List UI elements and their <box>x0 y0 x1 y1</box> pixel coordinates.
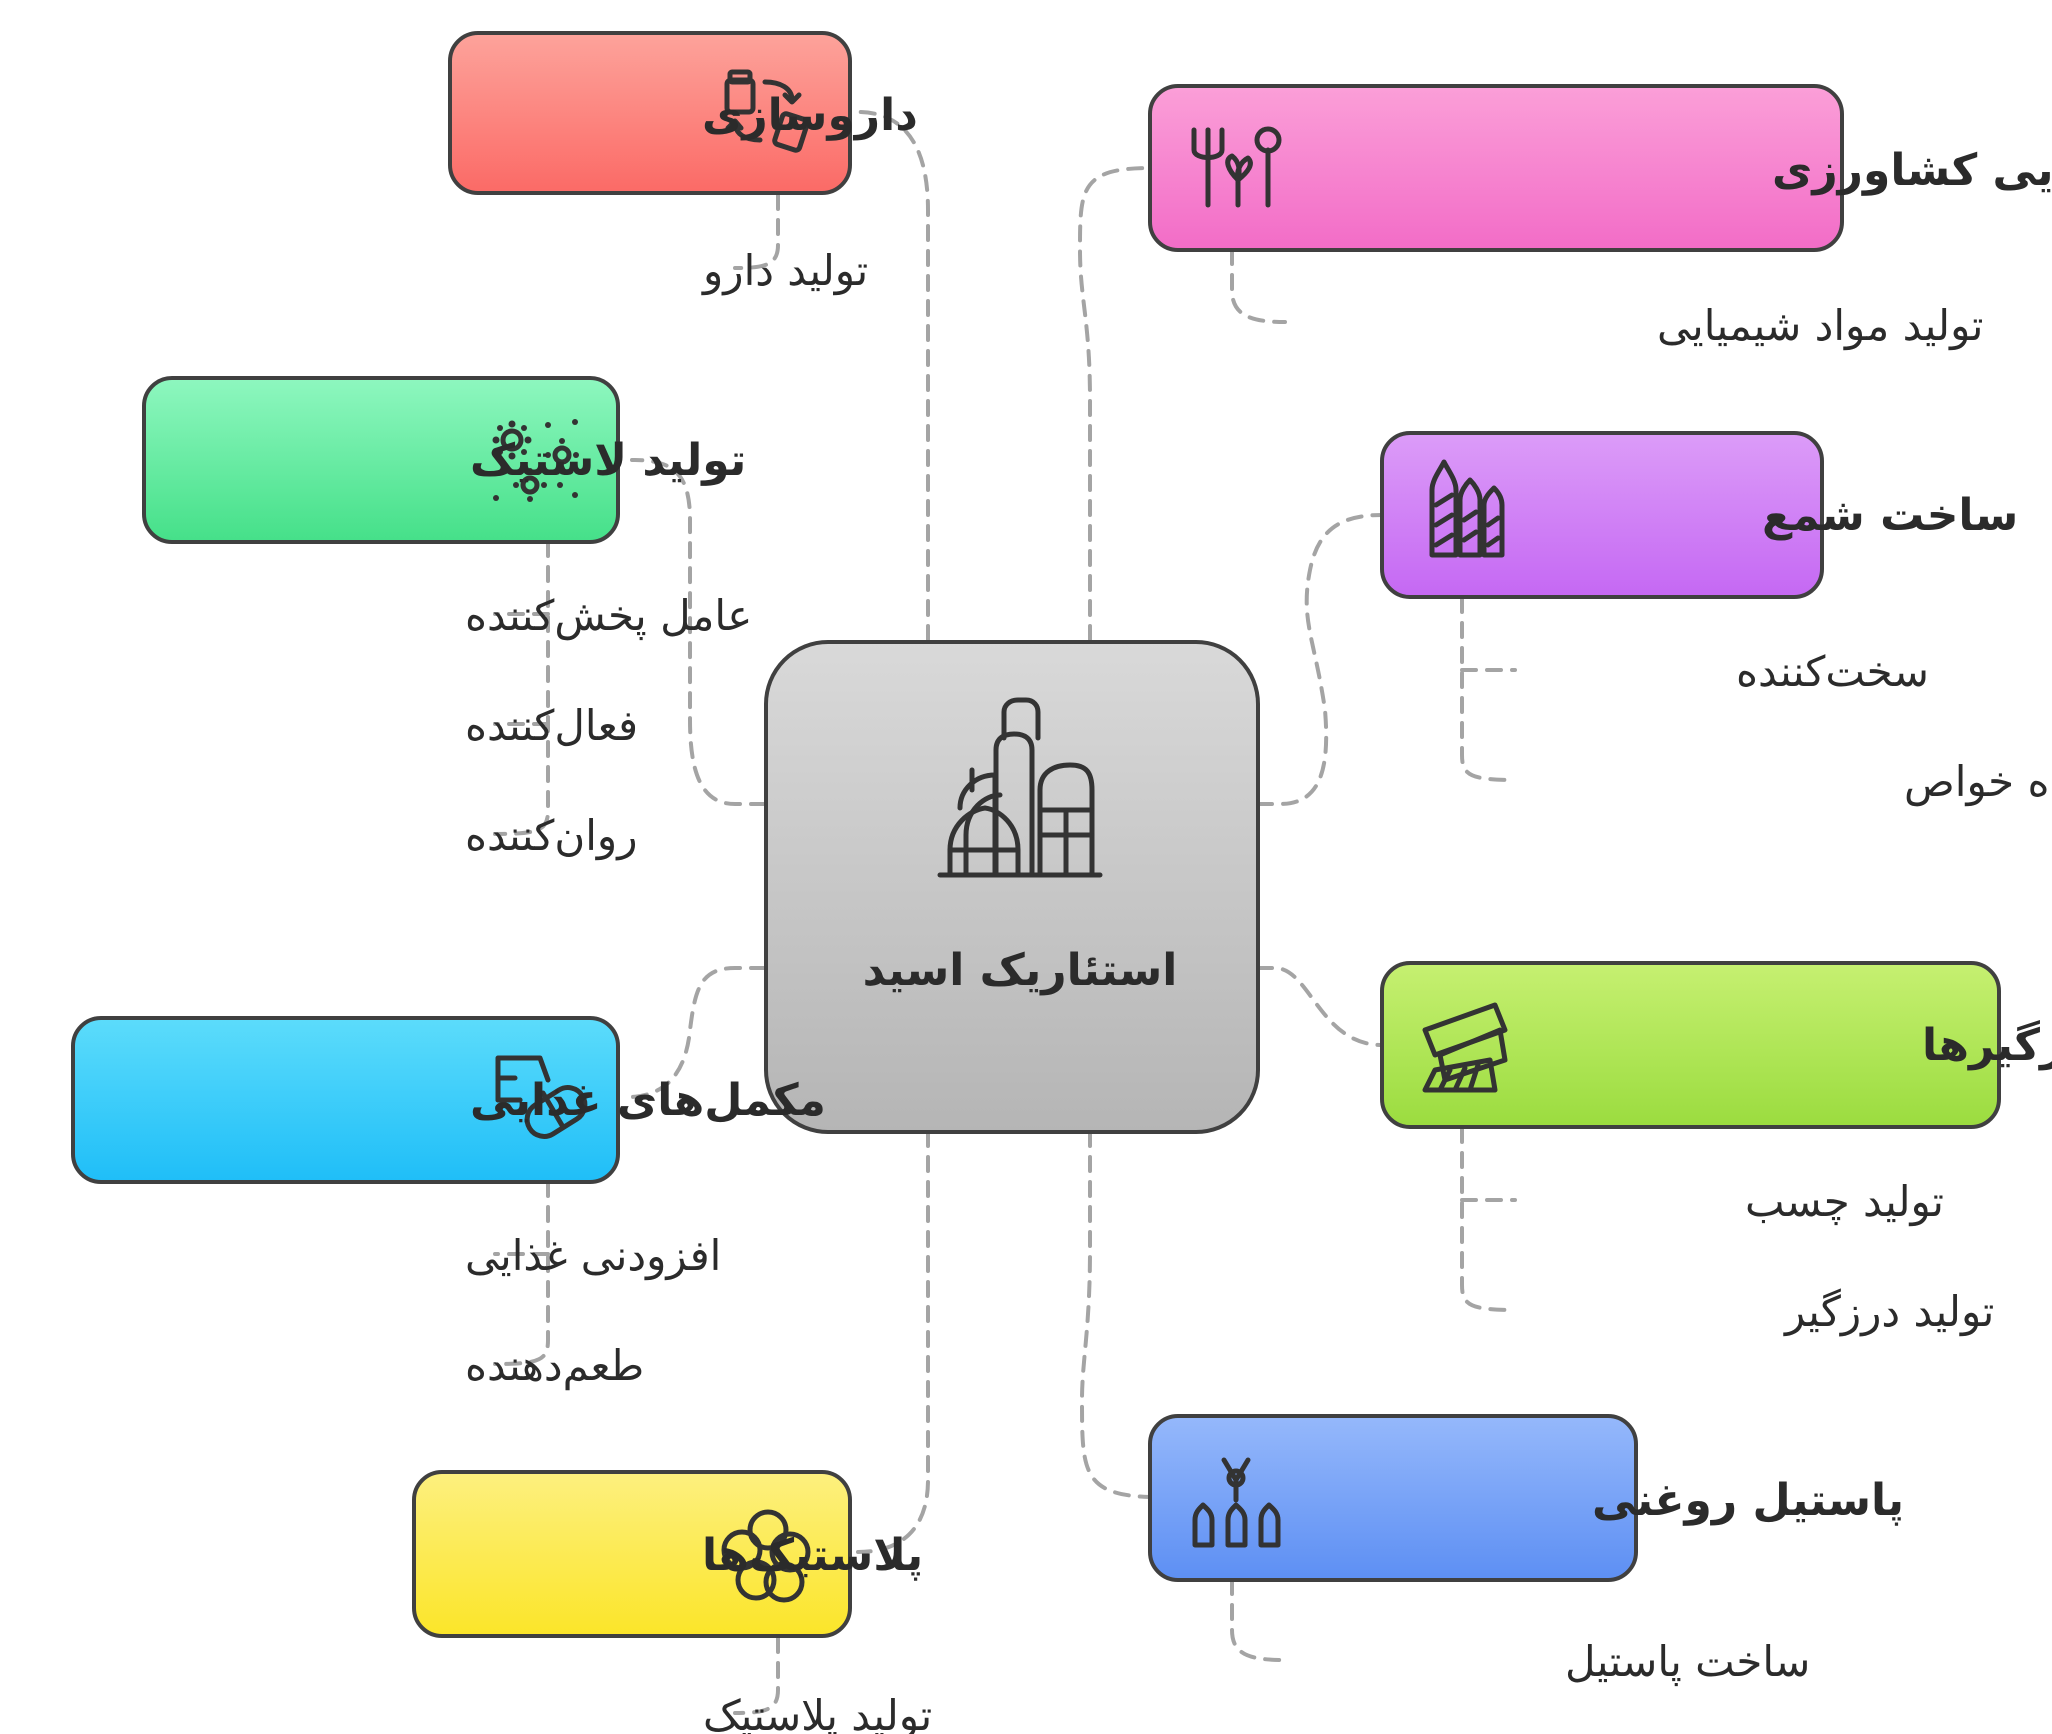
leaf-rubber-2: فعال‌کننده <box>465 701 638 750</box>
leaf-connectors <box>493 193 1517 1715</box>
node-food[interactable]: مکمل‌های غذایی <box>71 1016 826 1184</box>
connector-adhesive <box>1256 966 1384 1047</box>
leaf-pharma-1: تولید دارو <box>701 246 868 295</box>
node-plastics-label: پلاستیک‌ها <box>702 1530 923 1581</box>
connector-food <box>630 966 767 1099</box>
leaf-connector-candle-trunk <box>1460 596 1517 782</box>
leaf-connector-pharma-1 <box>733 193 780 270</box>
connector-crayon <box>1079 1130 1152 1499</box>
leaf-plastics-1: تولید پلاستیک <box>703 1691 932 1734</box>
factory-icon <box>937 697 1103 878</box>
tape-icon <box>1422 1002 1508 1093</box>
gears-icon <box>492 419 579 502</box>
node-crayon-label: پاستیل روغنی <box>1592 1475 1904 1526</box>
connector-pharma <box>856 110 930 642</box>
leaf-rubber-1: عامل پخش‌کننده <box>465 591 752 641</box>
node-agri[interactable]: مواد شیمیایی کشاورزی <box>1148 84 2052 252</box>
node-candle[interactable]: ساخت شمع <box>1380 431 2018 599</box>
node-candle-label: ساخت شمع <box>1762 490 2018 541</box>
crayons-icon <box>1192 1457 1281 1548</box>
node-pharma[interactable]: داروسازی <box>448 31 918 195</box>
leaf-food-1: افزودنی غذایی <box>465 1231 721 1280</box>
leaf-adhesive-2: تولید درزگیر <box>1783 1287 1994 1336</box>
leaf-agri-1: تولید مواد شیمیایی <box>1657 301 1983 350</box>
connector-agri <box>1077 166 1152 642</box>
center-node[interactable]: استئاریک اسید <box>764 640 1260 1134</box>
leaf-rubber-3: روان‌کننده <box>465 811 637 860</box>
polymer-icon <box>721 1509 811 1603</box>
node-food-label: مکمل‌های غذایی <box>470 1075 826 1126</box>
leaf-adhesive-1: تولید چسب <box>1745 1177 1944 1226</box>
center-label: استئاریک اسید <box>863 945 1178 996</box>
pill-bottle-exchange-icon <box>724 69 810 153</box>
supplement-icon <box>495 1055 588 1139</box>
node-pharma-label: داروسازی <box>702 90 918 141</box>
node-crayon[interactable]: پاستیل روغنی <box>1148 1414 1904 1582</box>
connector-plastics <box>856 1130 930 1554</box>
leaf-food-2: طعم‌دهنده <box>465 1341 644 1391</box>
leaf-connector-rubber-trunk <box>493 540 550 836</box>
leaf-connector-plastics-1 <box>733 1636 780 1715</box>
leaf-connector-crayon-1 <box>1230 1578 1287 1662</box>
leaf-connector-agri-1 <box>1230 248 1287 324</box>
leaf-connector-adhesive-trunk <box>1460 1126 1517 1312</box>
leaf-candle-2: بهبود دهنده خواص <box>1904 757 2052 807</box>
farm-tools-icon <box>1191 126 1282 208</box>
connectors <box>630 110 1384 1554</box>
node-adhesive-label: چسب‌ها و درزگیرها <box>1922 1019 2052 1071</box>
leaf-crayon-1: ساخت پاستیل <box>1565 1637 1810 1687</box>
candles-icon <box>1429 459 1505 558</box>
node-agri-label: مواد شیمیایی کشاورزی <box>1772 145 2052 196</box>
node-rubber-label: تولید لاستیک <box>470 435 746 486</box>
node-plastics[interactable]: پلاستیک‌ها <box>412 1470 923 1638</box>
leaf-connector-food-trunk <box>493 1180 550 1366</box>
connector-rubber <box>630 458 767 806</box>
node-adhesive[interactable]: چسب‌ها و درزگیرها <box>1380 961 2052 1129</box>
node-rubber[interactable]: تولید لاستیک <box>142 376 746 544</box>
leaf-candle-1: سخت‌کننده <box>1736 647 1929 696</box>
connector-candle <box>1256 513 1384 806</box>
